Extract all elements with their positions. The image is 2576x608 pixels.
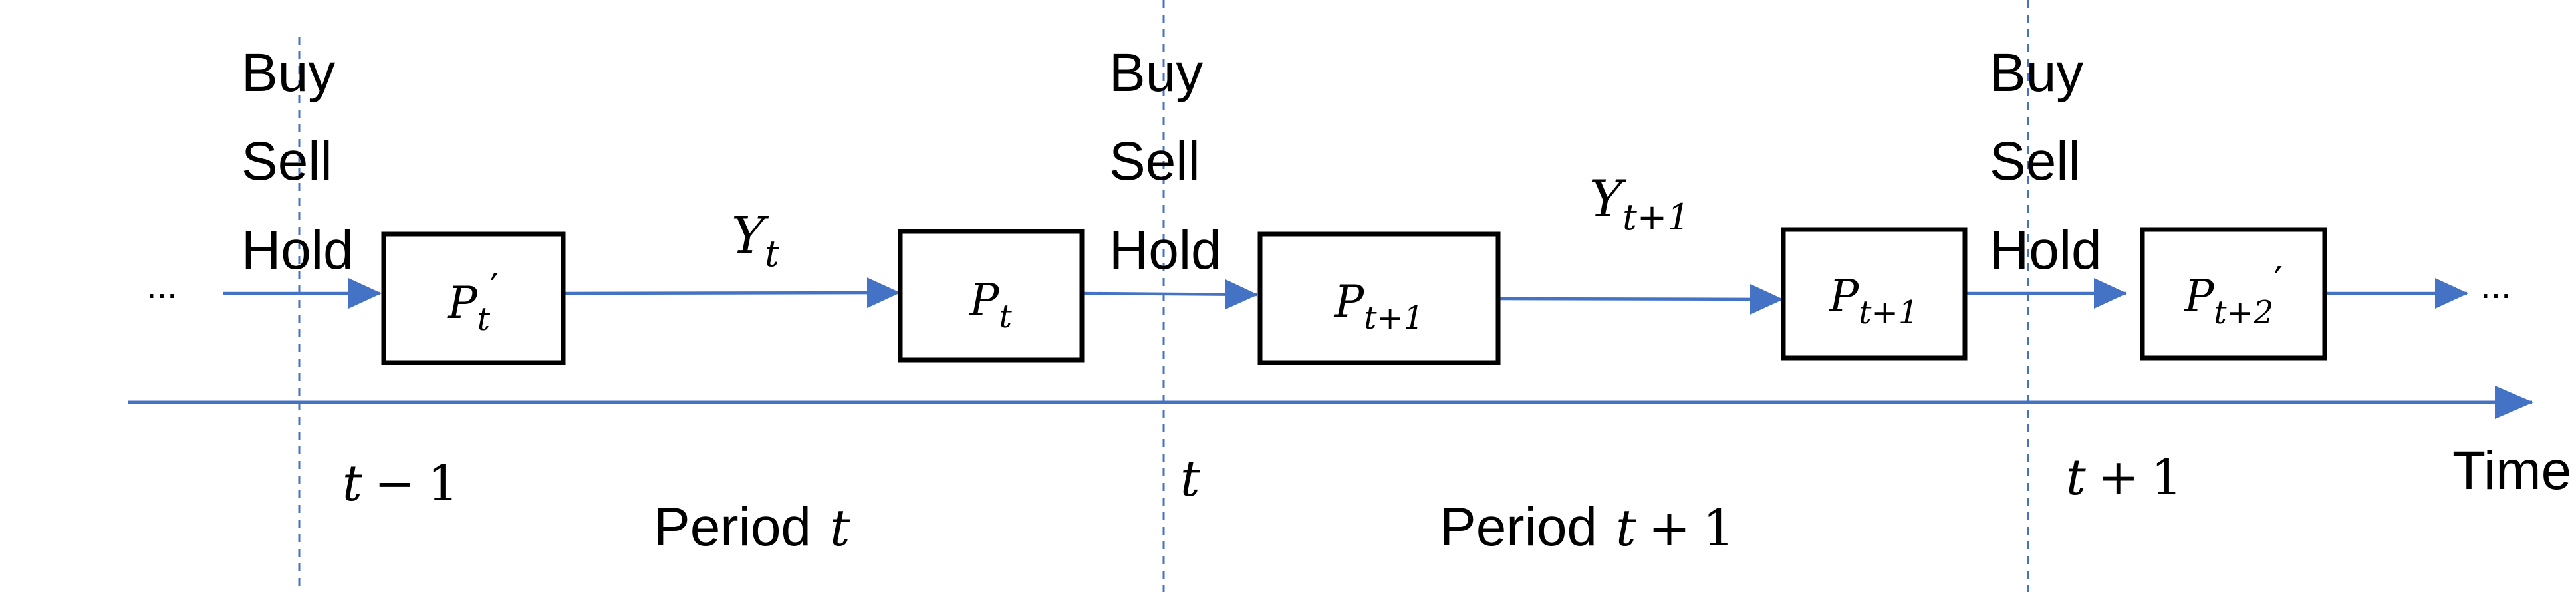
sell-label: Sell	[1109, 131, 1200, 192]
buy-label: Buy	[1990, 43, 2083, 103]
svg-text:Pt+1: Pt+1	[1829, 271, 1918, 331]
decision-group-3: Buy Sell Hold	[1990, 43, 2102, 281]
svg-text:Pt+2′: Pt+2′	[2184, 259, 2283, 331]
svg-text:Pt′: Pt′	[447, 265, 499, 338]
trailing-ellipsis: ...	[2480, 264, 2512, 306]
leading-ellipsis: ...	[146, 264, 178, 306]
decision-group-2: Buy Sell Hold	[1109, 43, 1222, 281]
return-label-1: Yt	[731, 206, 779, 275]
hold-label: Hold	[1109, 220, 1222, 281]
timepoint-label-1: t−1	[342, 455, 459, 512]
return-label-2: Yt+1	[1589, 169, 1690, 238]
price-box-2: Pt	[898, 229, 1085, 363]
sell-label: Sell	[241, 131, 332, 192]
svg-text:Pt+1: Pt+1	[1334, 276, 1424, 337]
flow-arrow-3	[1081, 279, 1258, 310]
svg-text:Pt: Pt	[969, 275, 1012, 335]
timepoint-label-2: t	[1180, 450, 1200, 508]
buy-label: Buy	[1109, 43, 1203, 103]
decision-group-1: Buy Sell Hold	[241, 43, 354, 281]
price-box-4: Pt+1	[1781, 227, 1968, 361]
buy-label: Buy	[241, 43, 335, 103]
hold-label: Hold	[241, 220, 354, 281]
hold-label: Hold	[1990, 220, 2102, 281]
price-box-3: Pt+1	[1257, 231, 1501, 365]
price-box-5: Pt+2′	[2140, 227, 2327, 361]
time-axis-label: Time	[2452, 440, 2571, 501]
timepoint-label-3: t+1	[2066, 449, 2182, 506]
sell-label: Sell	[1990, 131, 2081, 192]
price-box-1: Pt′	[381, 231, 566, 365]
